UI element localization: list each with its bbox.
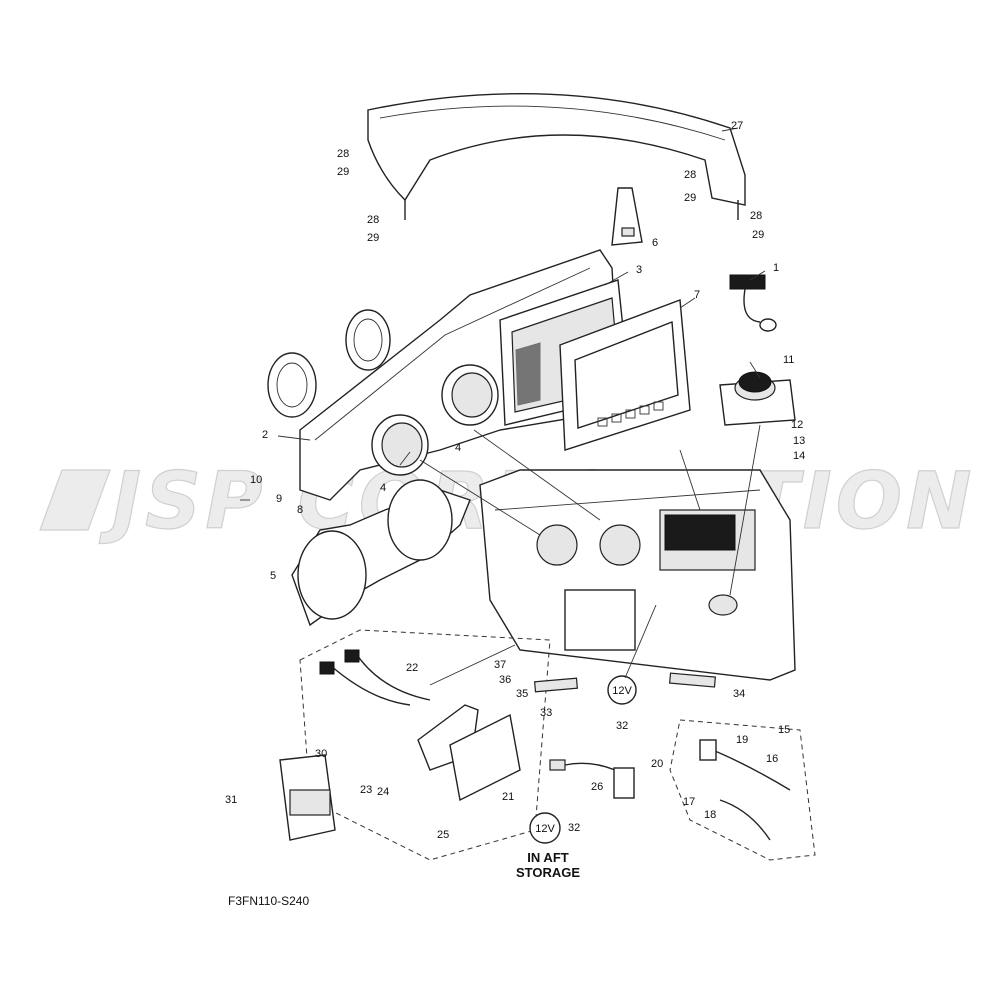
callout-3: 3 [636, 264, 642, 276]
callout-28d: 28 [750, 210, 762, 222]
assembled-dash [479, 469, 796, 681]
gauge-bezel [291, 479, 471, 627]
aft-storage-note-line2: STORAGE [516, 865, 580, 880]
callout-25: 25 [437, 829, 449, 841]
vent-left [533, 677, 579, 693]
callout-12: 12 [791, 419, 803, 431]
callouts: 1 2 3 4 4 5 6 7 8 9 10 11 12 13 14 15 16… [225, 120, 805, 841]
leader-lines [240, 127, 766, 686]
callout-7: 7 [694, 289, 700, 301]
callout-32a: 32 [616, 720, 628, 732]
callout-18: 18 [704, 809, 716, 821]
callout-36: 36 [499, 674, 511, 686]
callout-32b: 32 [568, 822, 580, 834]
socket-label: 12V [612, 685, 632, 697]
gauge-rings [267, 309, 391, 418]
callout-29b: 29 [367, 232, 379, 244]
callout-6: 6 [652, 237, 658, 249]
callout-16: 16 [766, 753, 778, 765]
callout-13: 13 [793, 435, 805, 447]
callout-14: 14 [793, 450, 805, 462]
wiring-harness [669, 719, 816, 861]
callout-31: 31 [225, 794, 237, 806]
callout-24: 24 [377, 786, 389, 798]
callout-22: 22 [406, 662, 418, 674]
vent-right [668, 672, 716, 688]
switch-knob [719, 371, 796, 426]
callout-27: 27 [731, 120, 743, 132]
socket-label-aft: 12V [535, 823, 555, 835]
callout-29d: 29 [752, 229, 764, 241]
callout-26: 26 [591, 781, 603, 793]
callout-37: 37 [494, 659, 506, 671]
callout-28a: 28 [337, 148, 349, 160]
callout-1: 1 [773, 262, 779, 274]
callout-28b: 28 [367, 214, 379, 226]
callout-20: 20 [651, 758, 663, 770]
callout-23: 23 [360, 784, 372, 796]
connector [549, 759, 635, 799]
bracket [611, 187, 643, 246]
gauges [371, 364, 499, 476]
callout-9: 9 [276, 493, 282, 505]
top-cover [367, 92, 746, 220]
diagram-code: F3FN110-S240 [228, 894, 309, 908]
callout-10: 10 [250, 474, 262, 486]
callout-2: 2 [262, 429, 268, 441]
callout-29c: 29 [684, 192, 696, 204]
callout-19: 19 [736, 734, 748, 746]
sensor [729, 274, 777, 332]
callout-17: 17 [683, 796, 695, 808]
callout-35: 35 [516, 688, 528, 700]
callout-15: 15 [778, 724, 790, 736]
callout-28c: 28 [684, 169, 696, 181]
callout-33: 33 [540, 707, 552, 719]
display-bezel [559, 299, 691, 451]
callout-4b: 4 [380, 482, 386, 494]
bracket-plate [279, 754, 336, 841]
callout-30: 30 [315, 748, 327, 760]
callout-21: 21 [502, 791, 514, 803]
power-socket: 12V 12V [529, 675, 637, 844]
callout-29a: 29 [337, 166, 349, 178]
callout-11: 11 [783, 354, 794, 366]
callout-5: 5 [270, 570, 276, 582]
callout-4a: 4 [455, 442, 461, 454]
callout-34: 34 [733, 688, 745, 700]
callout-8: 8 [297, 504, 303, 516]
aft-storage-note-line1: IN AFT [527, 850, 568, 865]
outlet-assembly [299, 629, 551, 861]
